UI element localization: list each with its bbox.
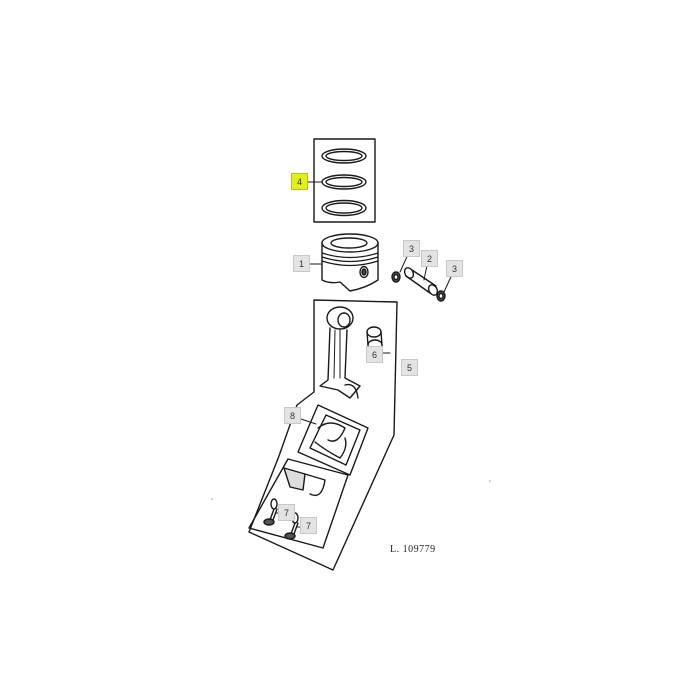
callout-3-snap-ring-left[interactable]: 3 bbox=[403, 240, 420, 257]
callout-3-snap-ring-right[interactable]: 3 bbox=[446, 260, 463, 277]
callout-7-cap-screw-left[interactable]: 7 bbox=[278, 504, 295, 521]
callout-5-connecting-rod[interactable]: 5 bbox=[401, 359, 418, 376]
callout-1-piston[interactable]: 1 bbox=[293, 255, 310, 272]
callout-4-piston-rings[interactable]: 4 bbox=[291, 173, 308, 190]
piston-drawing bbox=[308, 233, 379, 292]
callout-8-bearing-shells[interactable]: 8 bbox=[284, 407, 301, 424]
bearing-shell-set-drawing bbox=[297, 404, 369, 476]
figure-id-label: L. 109779 bbox=[390, 544, 436, 555]
callout-2-piston-pin[interactable]: 2 bbox=[421, 250, 438, 267]
connecting-rod-assembly-outline bbox=[248, 299, 398, 571]
callout-7-cap-screw-right[interactable]: 7 bbox=[300, 517, 317, 534]
piston-ring-set-drawing bbox=[306, 138, 376, 223]
callout-6-bushing[interactable]: 6 bbox=[366, 346, 383, 363]
rod-cap-drawing bbox=[248, 458, 349, 549]
